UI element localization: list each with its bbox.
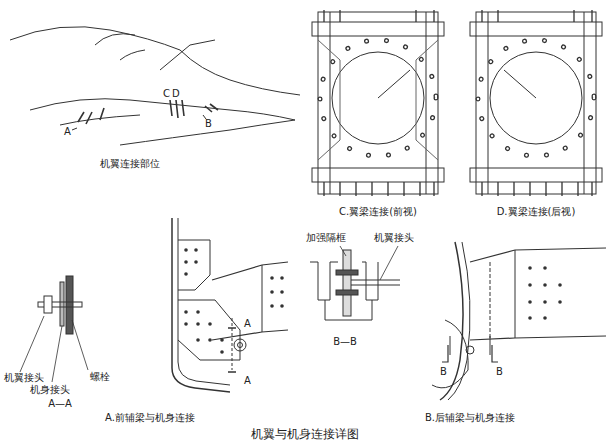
part-name: 机身接头 xyxy=(30,384,70,395)
section-mark: A xyxy=(244,375,251,386)
figure-caption: A.前辅梁与机身连接 xyxy=(105,412,195,423)
part-name: 加强隔框 xyxy=(306,232,346,243)
section-mark: B xyxy=(496,366,503,377)
figure-caption: 机翼连接部位 xyxy=(100,158,160,169)
figure-caption: D.翼梁连接(后视) xyxy=(497,206,576,217)
section-label: A—A xyxy=(48,398,72,409)
part-name: 机翼接头 xyxy=(374,232,414,243)
callout-letter: B xyxy=(205,118,212,129)
part-name: 螺栓 xyxy=(90,371,110,382)
callout-letter: C xyxy=(163,88,170,99)
callout-letter: A xyxy=(64,126,71,137)
section-mark: A xyxy=(244,318,251,329)
figure-caption: B.后辅梁与机身连接 xyxy=(425,412,515,423)
part-name: 机翼接头 xyxy=(4,372,44,383)
figure-caption: C.翼梁连接(前视) xyxy=(339,206,417,217)
section-mark: B xyxy=(440,366,447,377)
section-label: B—B xyxy=(333,336,357,347)
diagram-caption: 机翼与机身连接详图 xyxy=(251,428,359,442)
callout-letter: D xyxy=(172,88,180,99)
